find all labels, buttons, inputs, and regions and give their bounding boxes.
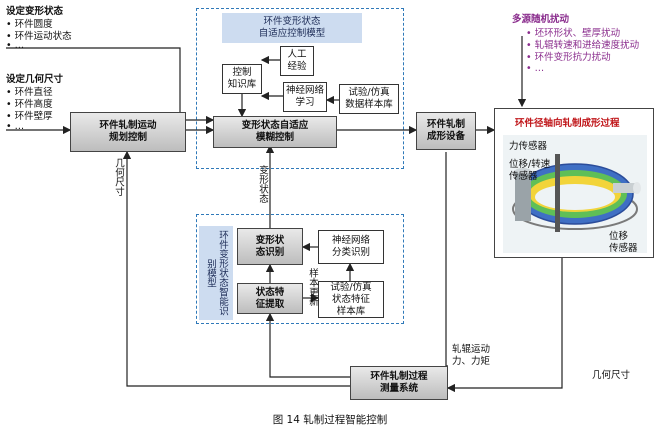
- nn-classifier-box: 神经网络 分类识别: [318, 230, 384, 264]
- motion-planning-box: 环件轧制运动 规划控制: [70, 112, 186, 152]
- measurement-system-box: 环件轧制过程 测量系统: [350, 366, 448, 400]
- sample-update-label: 样本更新: [307, 268, 318, 306]
- deform-input-item: • 环件运动状态: [6, 31, 72, 42]
- process-image-panel: 环件径轴向轧制成形过程 力传感器 位移/转速 传感器 位移 传感器: [494, 108, 654, 258]
- geom-input-item: • 环件壁厚: [6, 111, 53, 122]
- geometry-measure-label: 几何尺寸: [592, 370, 631, 381]
- geom-input-item: • …: [6, 121, 25, 132]
- recognition-model-region: [196, 214, 404, 324]
- forming-equipment-box: 环件轧制 成形设备: [416, 112, 476, 150]
- manual-experience-box: 人工 经验: [280, 46, 314, 76]
- sample-database-box: 试验/仿真 数据样本库: [339, 84, 399, 114]
- geometry-feedback-label: 几何尺寸: [113, 158, 124, 196]
- adaptive-control-model-title: 环件变形状态 自适应控制模型: [222, 13, 362, 43]
- disturbance-item: • 环件变形抗力扰动: [526, 52, 611, 63]
- geom-input-title: 设定几何尺寸: [6, 74, 64, 85]
- force-sensor-label: 力传感器: [509, 141, 548, 152]
- adaptive-control-model-region: [196, 8, 404, 169]
- geom-input-item: • 环件高度: [6, 99, 53, 110]
- ring-illustration: [503, 135, 647, 253]
- nn-learning-box: 神经网络 学习: [283, 82, 327, 112]
- disturbance-item: • …: [526, 63, 545, 74]
- feature-sample-db-box: 试验/仿真 状态特征 样本库: [318, 281, 384, 318]
- displacement-speed-sensor-label: 位移/转速 传感器: [509, 159, 551, 182]
- deform-input-item: • 环件圆度: [6, 19, 53, 30]
- disturbance-item: • 坯环形状、壁厚扰动: [526, 28, 621, 39]
- figure-caption: 图 14 轧制过程智能控制: [272, 414, 388, 426]
- disturbance-title: 多源随机扰动: [512, 14, 570, 25]
- state-recognition-box: 变形状 态识别: [237, 228, 303, 265]
- process-title: 环件径轴向轧制成形过程: [515, 118, 620, 129]
- recognition-model-title: 环件变形状态智能识别模型: [199, 226, 233, 320]
- geom-input-item: • 环件直径: [6, 87, 53, 98]
- adaptive-fuzzy-control-box: 变形状态自适应 模糊控制: [213, 116, 337, 148]
- deform-input-title: 设定变形状态: [6, 6, 64, 17]
- roll-motion-label: 轧辊运动 力、力矩: [452, 344, 491, 367]
- deform-input-item: • …: [6, 40, 25, 51]
- disturbance-item: • 轧辊转速和进给速度扰动: [526, 40, 640, 51]
- control-knowledge-base-box: 控制 知识库: [222, 64, 262, 94]
- feature-extraction-box: 状态特 征提取: [237, 283, 303, 314]
- displacement-sensor-label: 位移 传感器: [609, 231, 638, 254]
- deform-state-label: 变形状态: [257, 165, 268, 203]
